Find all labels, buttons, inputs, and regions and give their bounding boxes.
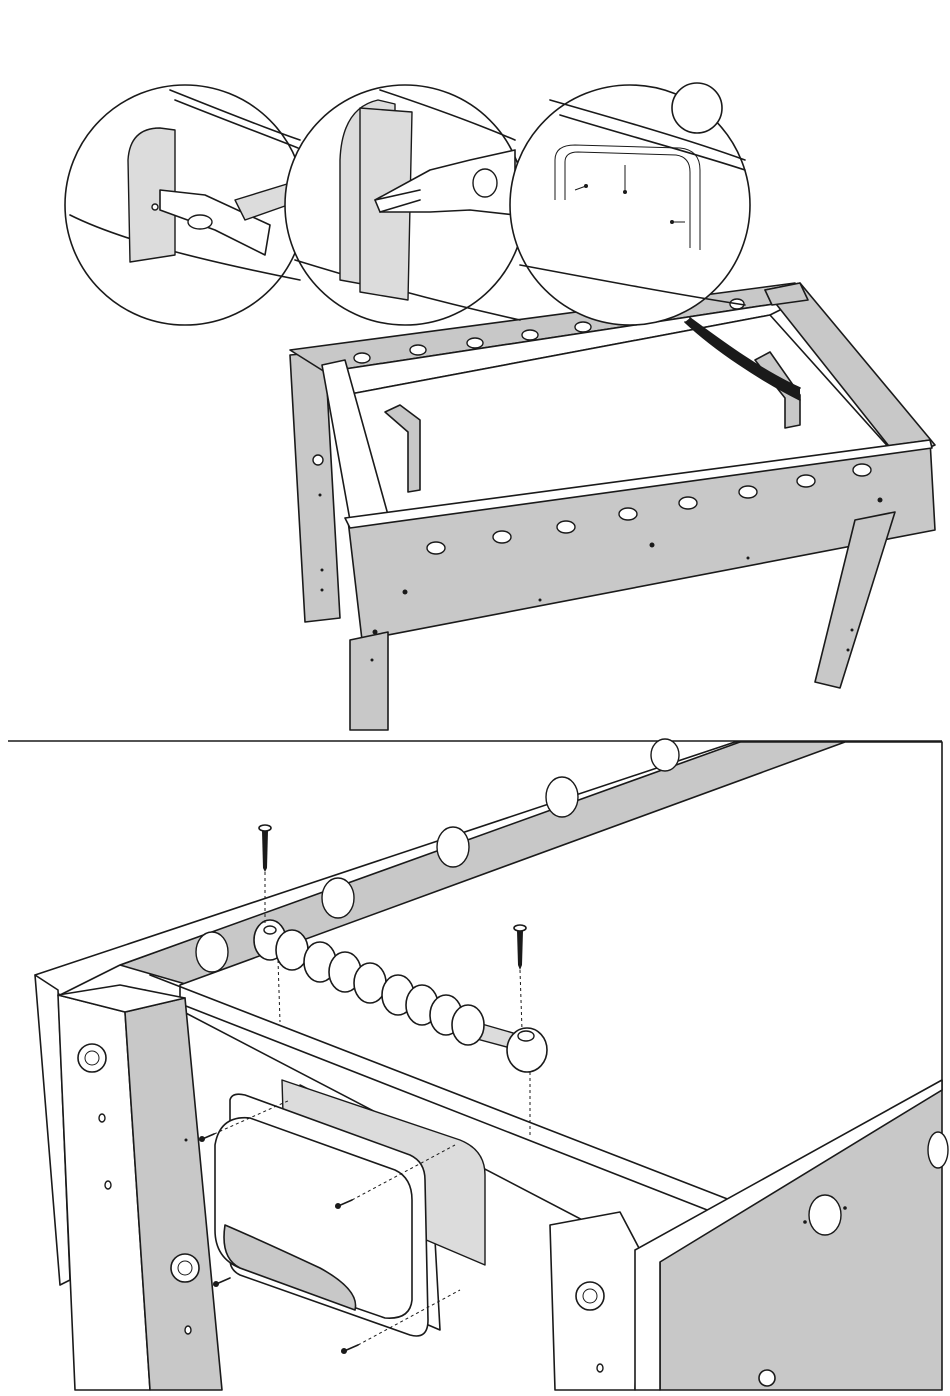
step-marker-circle bbox=[672, 83, 722, 133]
left-leg-bolt-top bbox=[78, 1044, 106, 1072]
table-closeup-bottom bbox=[35, 739, 948, 1390]
detail-pliers-callout bbox=[285, 85, 525, 325]
table-frame-top bbox=[290, 283, 935, 730]
right-leg-bolt bbox=[576, 1282, 604, 1310]
front-left-leg bbox=[350, 632, 388, 730]
left-leg-bolt-bottom bbox=[171, 1254, 199, 1282]
detail-hammer-callout bbox=[65, 85, 305, 325]
